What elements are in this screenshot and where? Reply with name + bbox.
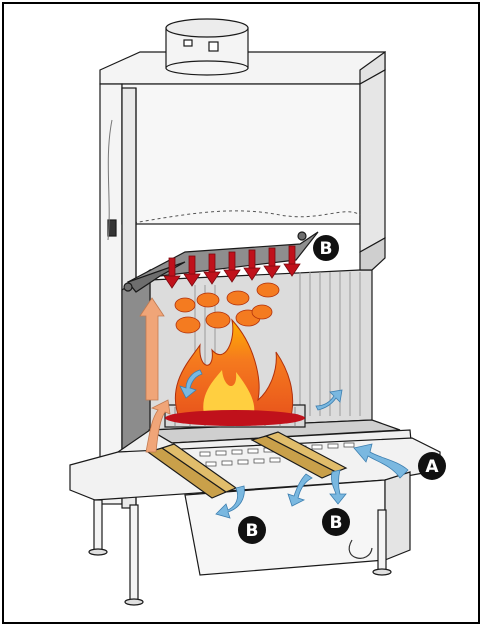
- callout-right-a-label: A: [425, 457, 439, 477]
- chimney-collar-icon: [166, 19, 248, 75]
- callout-top-b: B: [313, 235, 339, 261]
- callout-top-b-label: B: [320, 239, 333, 259]
- callout-bottom-mid-b-label: B: [330, 513, 343, 533]
- callout-bottom-mid-b: B: [322, 508, 350, 536]
- callout-right-a: A: [418, 452, 446, 480]
- callout-bottom-left-b: B: [238, 516, 266, 544]
- callout-bottom-left-b-label: B: [246, 521, 259, 541]
